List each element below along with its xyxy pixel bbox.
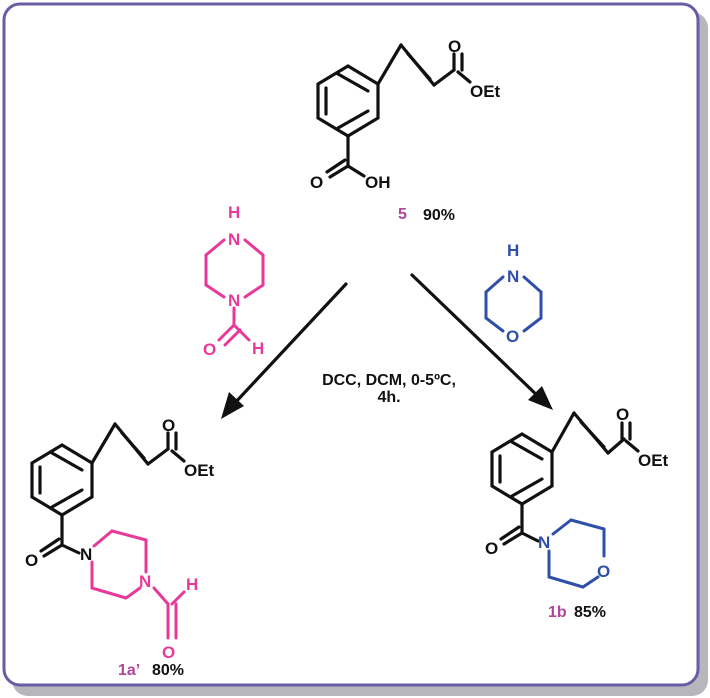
atom-o-morpholine-1b: O: [597, 562, 610, 581]
conditions-line-2: 4h.: [377, 389, 400, 406]
arrow-right-shaft: [410, 273, 544, 402]
product-1b-blue: [547, 518, 606, 589]
atom-n-morpholine: N: [507, 267, 519, 286]
atom-oet-1b: OEt: [638, 451, 669, 470]
starting-material-5: [316, 43, 472, 179]
atom-o-morpholine: O: [506, 327, 519, 346]
atom-h-nh-pink: H: [228, 203, 240, 222]
atom-n-amide-1a: N: [80, 545, 92, 564]
atom-n-nh-pink: N: [228, 230, 240, 249]
atom-o-amide-1b: O: [485, 539, 498, 558]
atom-h-formyl-pink: H: [252, 339, 264, 358]
atom-o-amide-1a: O: [25, 551, 38, 570]
compound-id-1b: 1b: [548, 604, 567, 621]
atom-n-formyl-1a: N: [139, 572, 151, 591]
atom-o-formyl-pink: O: [203, 340, 216, 359]
arrow-left-shaft: [231, 282, 348, 407]
atom-oet-5: OEt: [470, 82, 501, 101]
compound-id-5: 5: [398, 206, 407, 223]
compound-yield-1b: 85%: [574, 604, 606, 621]
atom-h-morpholine: H: [507, 241, 519, 260]
arrow-left-head: [221, 392, 244, 419]
atom-h-formyl-1a: H: [186, 575, 198, 594]
compound-id-1a: 1a’: [118, 662, 140, 679]
atom-o-acid-5: O: [310, 173, 323, 192]
atom-o-carbonyl-5: O: [448, 37, 461, 56]
product-1a-black: [30, 422, 186, 558]
atom-o-carbonyl-1a: O: [162, 416, 175, 435]
atom-oet-1a: OEt: [184, 461, 215, 480]
product-1b-black: [490, 411, 640, 546]
atom-oh-5: OH: [365, 173, 391, 192]
reagent-formylpiperazine: [204, 238, 265, 347]
frame-border: [2, 2, 700, 687]
compound-yield-5: 90%: [423, 207, 455, 224]
atom-o-formyl-1a: O: [162, 643, 175, 662]
product-1a-pink: [60, 529, 186, 640]
atom-n-formyl-pink: N: [228, 291, 240, 310]
arrow-right-head: [528, 386, 553, 410]
atom-n-morpholine-1b: N: [538, 533, 550, 552]
atom-o-carbonyl-1b: O: [616, 405, 629, 424]
compound-yield-1a: 80%: [152, 662, 184, 679]
reaction-arrows: [231, 273, 544, 407]
reagent-morpholine: [484, 275, 543, 333]
conditions-line-1: DCC, DCM, 0-5ºC,: [322, 372, 456, 389]
